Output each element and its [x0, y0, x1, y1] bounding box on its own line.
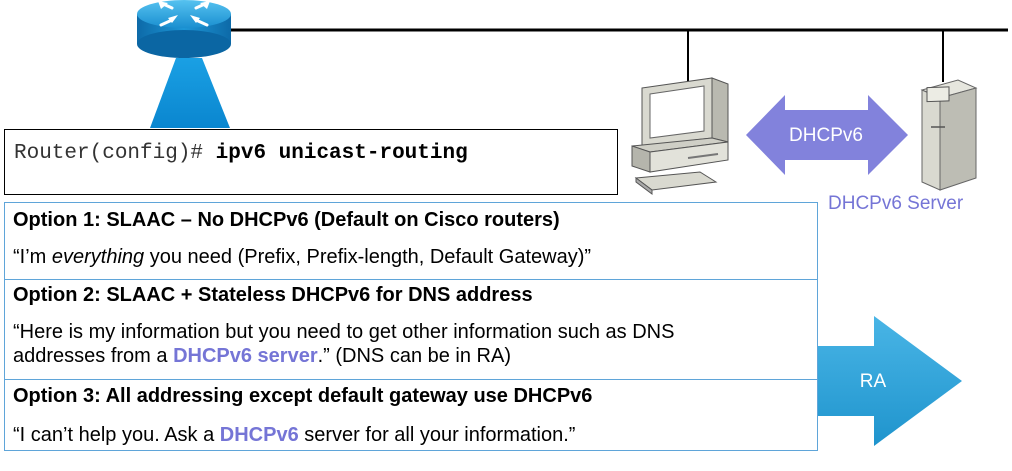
- network-bus: [215, 28, 1008, 92]
- option-separator: [5, 279, 817, 280]
- option-1-quote-text: “I’m: [13, 246, 52, 268]
- dhcp-arrow-label: DHCPv6: [789, 125, 863, 146]
- ra-arrow: [790, 316, 962, 446]
- options-table: Option 1: SLAAC – No DHCPv6 (Default on …: [4, 202, 818, 451]
- dhcp-double-arrow: [746, 95, 908, 175]
- option-2-line-1: “Here is my information but you need to …: [13, 321, 675, 343]
- option-1-quote-text-end: you need (Prefix, Prefix-length, Default…: [144, 246, 592, 268]
- server-label: DHCPv6 Server: [828, 193, 964, 214]
- option-3-quote: “I can’t help you. Ask a DHCPv6 server f…: [5, 424, 817, 447]
- cli-prompt: Router(config)#: [14, 142, 204, 165]
- option-1-quote-emphasis: everything: [51, 246, 145, 268]
- cli-command-box: Router(config)# ipv6 unicast-routing: [4, 129, 618, 195]
- option-3-quote-text-end: server for all your information.”: [298, 424, 576, 446]
- option-2-title: Option 2: SLAAC + Stateless DHCPv6 for D…: [13, 284, 533, 306]
- option-3-title: Option 3: All addressing except default …: [13, 385, 593, 407]
- option-1-quote: “I’m everything you need (Prefix, Prefix…: [5, 246, 817, 269]
- option-2-highlight: DHCPv6 server: [173, 345, 318, 367]
- option-2-line-2-text: addresses from a: [13, 345, 174, 367]
- option-3-highlight: DHCPv6: [219, 424, 299, 446]
- cli-command: ipv6 unicast-routing: [215, 142, 468, 165]
- option-separator: [5, 379, 817, 380]
- option-2-line-2: addresses from a DHCPv6 server.” (DNS ca…: [5, 345, 817, 368]
- server-icon: [920, 79, 978, 191]
- ra-label: RA: [859, 371, 887, 392]
- option-1-title: Option 1: SLAAC – No DHCPv6 (Default on …: [13, 209, 560, 231]
- router-icon: [137, 0, 231, 128]
- option-3-quote-text: “I can’t help you. Ask a: [13, 424, 220, 446]
- pc-icon: [631, 77, 729, 195]
- option-2-line-2-end: .” (DNS can be in RA): [317, 345, 511, 367]
